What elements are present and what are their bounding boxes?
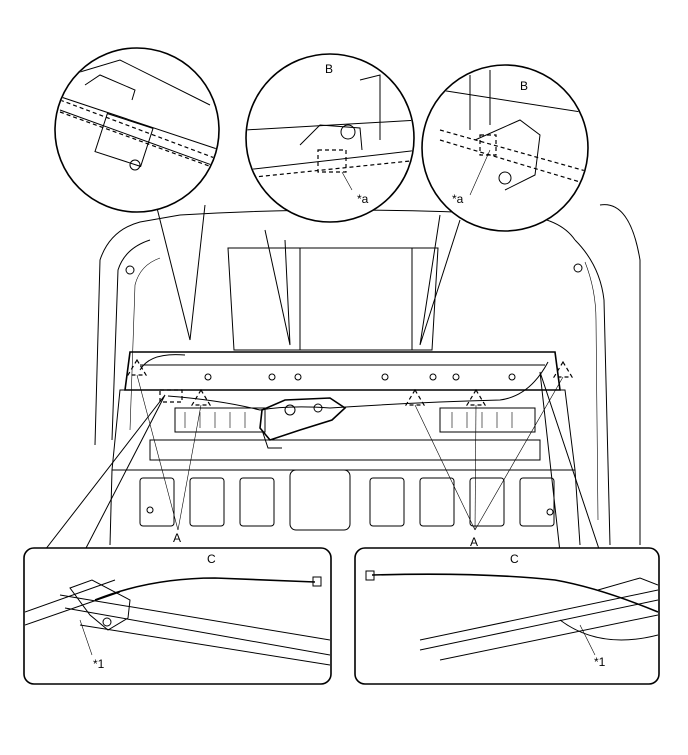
callout-a-center-label: *a (357, 192, 369, 206)
detail-bubble-top-left (54, 47, 220, 213)
lock-mechanism (259, 397, 347, 449)
vehicle-body (94, 204, 641, 546)
detail-c-left-label: C (207, 552, 216, 566)
part-1-left-label: *1 (93, 657, 105, 671)
detail-bubble-top-right: B *a (421, 64, 589, 232)
part-1-right-label: *1 (594, 655, 606, 669)
callout-pointers (154, 199, 461, 346)
detail-box-c-right: C *1 (354, 547, 660, 685)
leader-lines-a (136, 374, 564, 531)
clip-a-right-label: A (470, 535, 478, 549)
callout-b-center-label: B (325, 62, 333, 76)
clip-markers (126, 358, 574, 406)
callout-a-right-label: *a (452, 192, 464, 206)
release-cable (139, 354, 549, 411)
clip-a-left-label: A (173, 531, 181, 545)
tray-bolts (204, 373, 516, 381)
callout-b-right-label: B (520, 79, 528, 93)
detail-bubble-top-center: B *a (245, 53, 415, 223)
detail-c-right-label: C (510, 552, 519, 566)
detail-box-c-left: C *1 (23, 547, 332, 685)
